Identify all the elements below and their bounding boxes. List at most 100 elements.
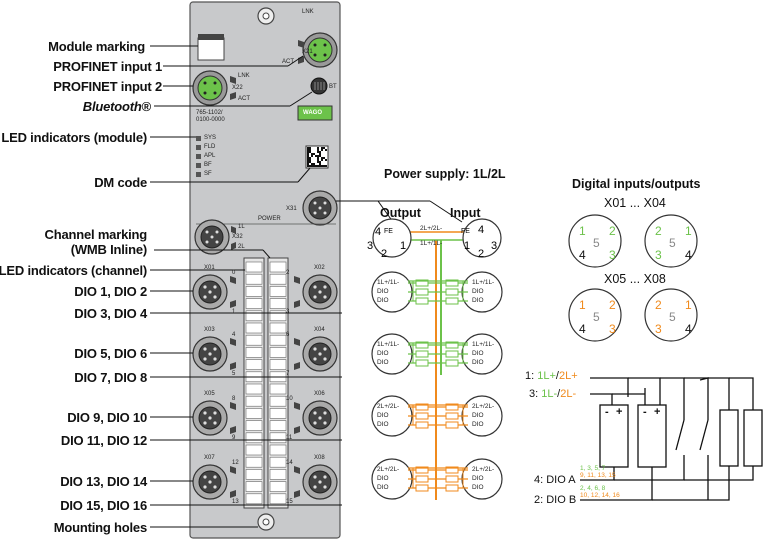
legend-pin1-prefix: 1:	[525, 370, 538, 382]
text-1l: 1L	[238, 224, 245, 230]
load-2-plus: +	[654, 406, 661, 418]
pin-in-2: 2	[478, 248, 485, 260]
text-power: POWER	[258, 216, 281, 222]
legend-a-green: 1, 3, 5, 7	[580, 465, 606, 472]
legend-pin3-slash: /	[557, 388, 561, 400]
dio-range-2: X05 ... X08	[604, 272, 666, 286]
text-1l-bot: 1L+/1L-	[420, 240, 443, 247]
legend-pin3: 3: 1L-/2L-	[529, 388, 576, 401]
legend-pin1-a: 1L+	[537, 370, 556, 382]
label-led-module: LED indicators (module)	[1, 130, 147, 145]
dio-pin-2-1: 2	[609, 298, 616, 312]
port-label-7: X07	[204, 455, 215, 461]
pin-out-2: 2	[381, 248, 388, 260]
legend-pin3-a: 1L-	[541, 388, 558, 400]
io-left-2-2: DIO	[377, 421, 389, 428]
dio-pin-diagram-3	[568, 288, 622, 342]
ch-num-15: 15	[286, 499, 293, 505]
text-led-sys: SYS	[204, 135, 217, 141]
io-right-1-2: DIO	[472, 359, 484, 366]
io-left-0-1: DIO	[377, 288, 389, 295]
ch-num-12: 12	[232, 460, 239, 466]
dio-pin-diagram-1	[568, 214, 622, 268]
ch-num-0: 0	[232, 270, 236, 276]
label-bluetooth: Bluetooth®	[83, 99, 151, 114]
text-led-sf: SF	[204, 171, 212, 177]
label-bluetooth-reg: ®	[141, 99, 152, 114]
port-connector-6	[294, 400, 338, 436]
dio-pin-1-2: 3	[655, 248, 662, 262]
ch-num-8: 8	[232, 396, 236, 402]
io-right-0-0: 1L+/1L-	[472, 279, 495, 286]
dio-pin-0-2: 4	[579, 248, 586, 262]
port-connector-5	[192, 400, 236, 436]
text-brand: WAGO	[303, 110, 322, 116]
module-led-group	[196, 136, 201, 177]
module-marking-strip	[198, 34, 224, 40]
dio-pin-3-1: 1	[685, 298, 692, 312]
legend-pin1-slash: /	[555, 370, 559, 382]
ch-num-3: 3	[286, 309, 290, 315]
dio-pin-3-3: 4	[685, 322, 692, 336]
io-left-3-0: 2L+/2L-	[377, 466, 400, 473]
io-right-3-2: DIO	[472, 484, 484, 491]
legend-b-orange: 10, 12, 14, 16	[580, 492, 620, 499]
legend-wiring	[580, 377, 763, 501]
port-connector-7	[192, 464, 236, 500]
dio-pin-1-4: 5	[669, 236, 676, 250]
text-led-apl: APL	[204, 153, 216, 159]
dio-pin-0-1: 2	[609, 224, 616, 238]
io-right-3-0: 2L+/2L-	[472, 466, 495, 473]
port-label-5: X05	[204, 391, 215, 397]
io-right-2-1: DIO	[472, 412, 484, 419]
legend-pin3-prefix: 3:	[529, 388, 542, 400]
label-dio-11-12: DIO 11, DIO 12	[60, 433, 147, 448]
port-label-2: X02	[314, 265, 325, 271]
io-right-0-1: DIO	[472, 288, 484, 295]
wago-logo	[297, 105, 333, 121]
leader-lines	[150, 45, 342, 528]
pin-in-3: 3	[491, 240, 498, 252]
text-x22: X22	[232, 85, 243, 91]
text-led-fld: FLD	[204, 144, 216, 150]
lnk-led-x22	[230, 76, 236, 84]
dio-pin-0-0: 1	[579, 224, 586, 238]
power-connector-output	[372, 218, 412, 258]
dio-pin-2-4: 5	[593, 310, 600, 324]
label-led-channel: LED indicators (channel)	[0, 263, 147, 278]
label-dio-7-8: DIO 7, DIO 8	[74, 370, 147, 385]
dio-pin-diagram-2	[644, 214, 698, 268]
dm-code	[305, 145, 329, 169]
dio-pin-1-1: 1	[685, 224, 692, 238]
ch-num-13: 13	[232, 499, 239, 505]
ch-num-10: 10	[286, 396, 293, 402]
label-dio-5-6: DIO 5, DIO 6	[74, 346, 147, 361]
port-connector-3	[192, 336, 236, 372]
dio-pin-0-3: 3	[609, 248, 616, 262]
dio-range-1: X01 ... X04	[604, 196, 666, 210]
act-led-x22	[230, 92, 236, 100]
label-wmb-inline: (WMB Inline)	[70, 242, 148, 257]
label-profinet-input-2: PROFINET input 2	[53, 79, 162, 94]
dio-pin-diagram-4	[644, 288, 698, 342]
label-channel-marking: Channel marking	[44, 227, 148, 242]
port-label-4: X04	[314, 327, 325, 333]
io-group-4	[371, 458, 503, 500]
io-left-1-2: DIO	[377, 359, 389, 366]
io-group-3	[371, 395, 503, 437]
bluetooth-button	[310, 77, 328, 95]
legend-pin4: 4: DIO A	[534, 474, 576, 486]
power-input-label: Input	[450, 206, 481, 220]
legend-pin1-b: 2L+	[558, 370, 578, 382]
legend-pin3-b: 2L-	[560, 388, 577, 400]
power-output-label: Output	[380, 206, 421, 220]
port-label-3: X03	[204, 327, 215, 333]
label-profinet-input-1: PROFINET input 1	[53, 59, 162, 74]
text-fe-output: FE	[384, 228, 393, 235]
text-act-x22: ACT	[238, 96, 250, 102]
power-supply-title: Power supply: 1L/2L	[384, 167, 506, 181]
profinet-2-insert	[197, 75, 223, 101]
text-2l-top: 2L+/2L-	[420, 225, 443, 232]
channel-marking-strip-2	[267, 257, 289, 509]
